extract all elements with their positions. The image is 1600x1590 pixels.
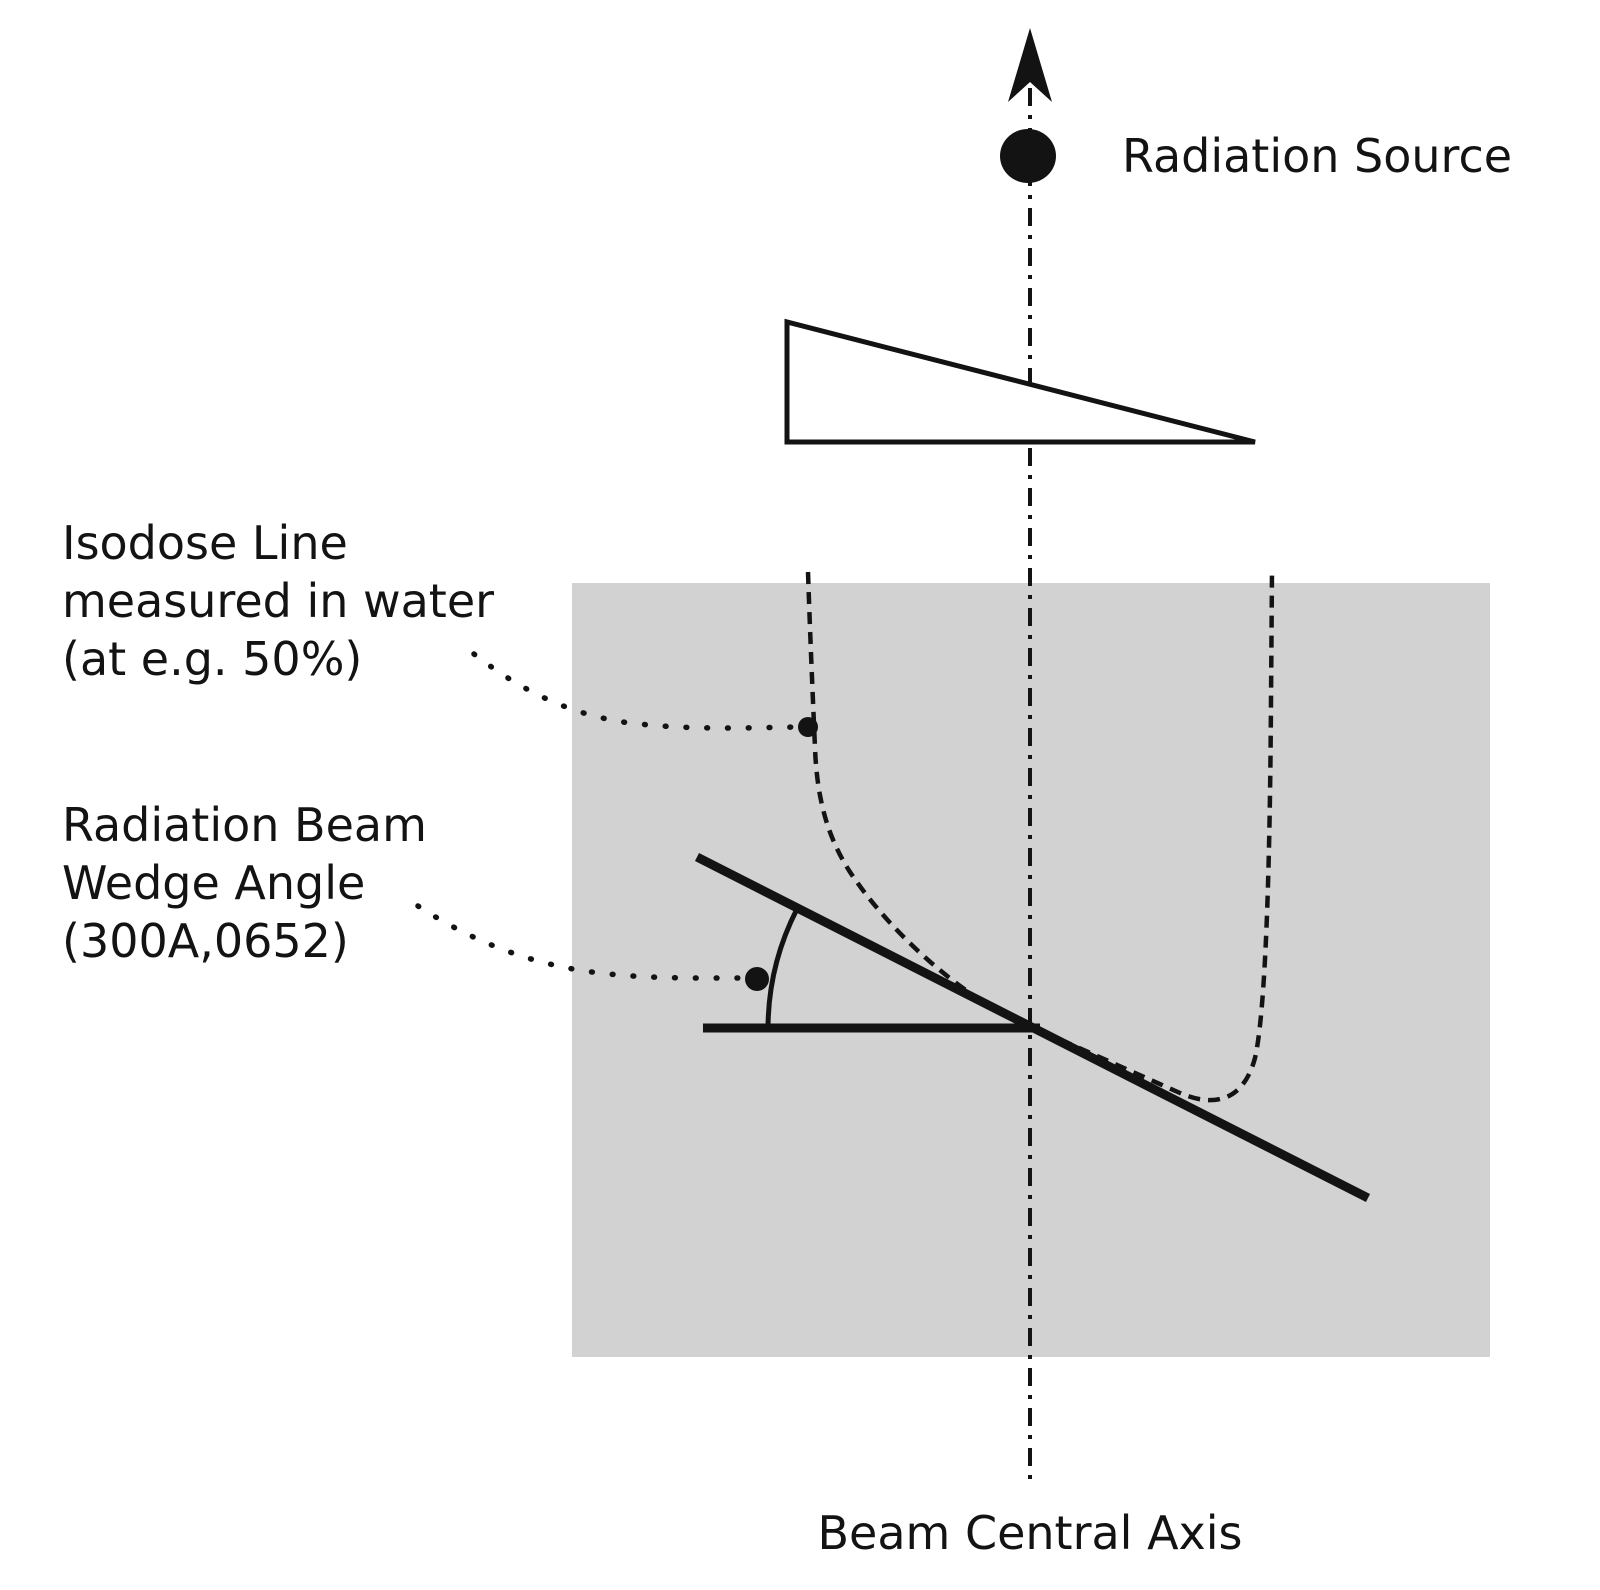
isodose-dashed-curve <box>805 569 1275 1103</box>
wedge-angle-label-line2: Wedge Angle <box>62 856 366 910</box>
isodose-label-line3: (at e.g. 50%) <box>62 632 363 686</box>
wedge-filter-shape <box>784 318 1256 445</box>
beam-central-axis-label: Beam Central Axis <box>817 1504 1242 1562</box>
radiation-source-label-text: Radiation Source <box>1122 129 1513 183</box>
leader-endpoint-dot-wedge-angle <box>745 967 769 991</box>
radiation-source-dot <box>1000 129 1056 183</box>
up-arrow-icon <box>1008 28 1052 102</box>
radiation-source-label: Radiation Source <box>1122 127 1512 185</box>
wedge-angle-arc <box>765 907 800 1029</box>
beam-central-axis-label-text: Beam Central Axis <box>817 1506 1243 1560</box>
isodose-label-line1: Isodose Line <box>62 516 348 570</box>
leader-endpoint-dot-isodose <box>798 717 818 737</box>
wedge-angle-label: Radiation Beam Wedge Angle (300A,0652) <box>62 796 427 970</box>
leader-dotted-line-wedge-angle <box>415 903 743 981</box>
wedge-angle-label-line3: (300A,0652) <box>62 914 349 968</box>
isodose-label-line2: measured in water <box>62 574 495 628</box>
wedge-angle-label-line1: Radiation Beam <box>62 798 427 852</box>
isodose-label: Isodose Line measured in water (at e.g. … <box>62 514 494 688</box>
